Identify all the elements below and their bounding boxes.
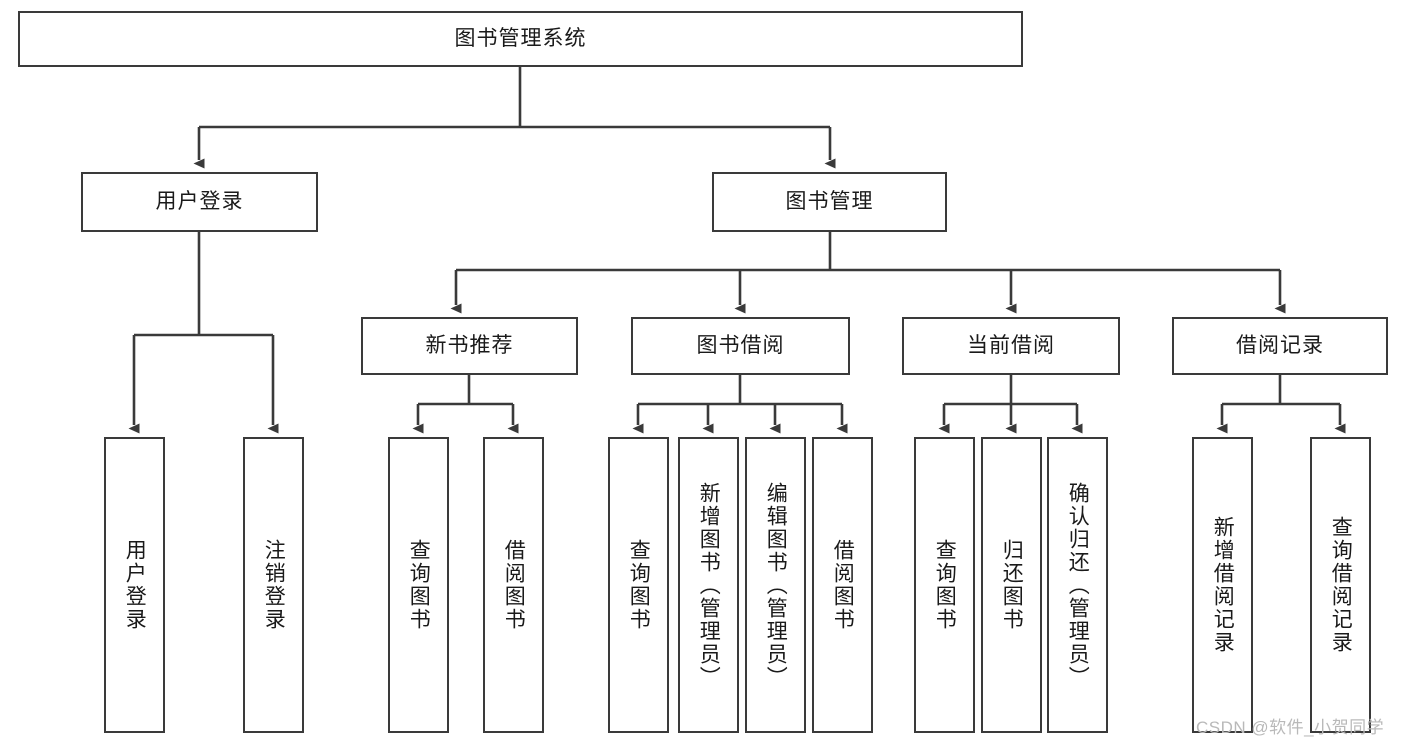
leaf-recommend-borrow-book[interactable]: 借阅图书: [483, 437, 544, 733]
node-label: 查询图书: [627, 539, 651, 631]
node-user-login[interactable]: 用户登录: [81, 172, 318, 232]
node-label: 当前借阅: [967, 334, 1055, 358]
node-new-book-recommend[interactable]: 新书推荐: [361, 317, 578, 375]
node-label: 借阅记录: [1236, 334, 1324, 358]
node-label: 编辑图书（管理员）: [764, 481, 788, 689]
leaf-borrow-query-book[interactable]: 查询图书: [608, 437, 669, 733]
leaf-current-query-book[interactable]: 查询图书: [914, 437, 975, 733]
node-label: 用户登录: [123, 539, 147, 631]
node-label: 归还图书: [1000, 539, 1024, 631]
node-label: 借阅图书: [502, 539, 526, 631]
node-book-management[interactable]: 图书管理: [712, 172, 947, 232]
leaf-current-confirm-return-admin[interactable]: 确认归还（管理员）: [1047, 437, 1108, 733]
node-book-borrow[interactable]: 图书借阅: [631, 317, 850, 375]
node-label: 新增图书（管理员）: [697, 481, 721, 689]
leaf-borrow-edit-book-admin[interactable]: 编辑图书（管理员）: [745, 437, 806, 733]
node-current-borrow[interactable]: 当前借阅: [902, 317, 1120, 375]
node-label: 图书管理系统: [454, 27, 587, 51]
node-label: 查询图书: [407, 539, 431, 631]
leaf-borrow-add-book-admin[interactable]: 新增图书（管理员）: [678, 437, 739, 733]
leaf-recommend-query-book[interactable]: 查询图书: [388, 437, 449, 733]
leaf-current-return-book[interactable]: 归还图书: [981, 437, 1042, 733]
node-label: 查询图书: [933, 539, 957, 631]
node-label: 图书管理: [785, 190, 874, 214]
node-label: 图书借阅: [696, 334, 785, 358]
leaf-record-add-record[interactable]: 新增借阅记录: [1192, 437, 1253, 733]
node-borrow-record[interactable]: 借阅记录: [1172, 317, 1388, 375]
node-root-system[interactable]: 图书管理系统: [18, 11, 1023, 67]
node-label: 新增借阅记录: [1211, 516, 1235, 654]
node-label: 注销登录: [262, 539, 286, 631]
csdn-watermark: CSDN @软件_小贺同学: [1196, 718, 1385, 737]
node-label: 确认归还（管理员）: [1066, 481, 1090, 689]
leaf-borrow-borrow-book[interactable]: 借阅图书: [812, 437, 873, 733]
node-label: 用户登录: [155, 190, 244, 214]
leaf-record-query-record[interactable]: 查询借阅记录: [1310, 437, 1371, 733]
leaf-user-login-login[interactable]: 用户登录: [104, 437, 165, 733]
node-label: 查询借阅记录: [1329, 516, 1353, 654]
node-label: 新书推荐: [425, 334, 514, 358]
leaf-user-login-logout[interactable]: 注销登录: [243, 437, 304, 733]
node-label: 借阅图书: [831, 539, 855, 631]
